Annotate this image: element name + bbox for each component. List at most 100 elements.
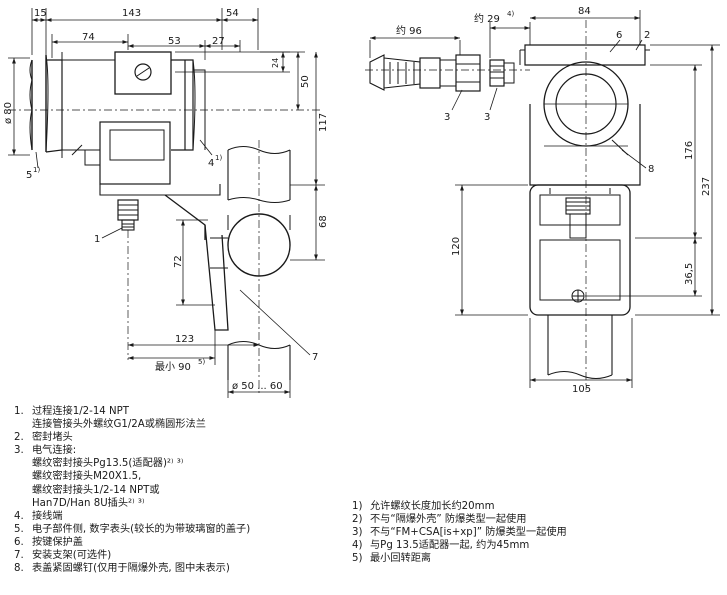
legend-item: 4. 接线端 [14,510,250,523]
legend-item: 5. 电子部件侧, 数字表头(较长的为带玻璃窗的盖子) [14,523,250,536]
legend-text: 螺纹密封接头Pg13.5(适配器)²⁾ ³⁾ [32,458,184,470]
callout-5-footnote: 1) [33,166,40,174]
dim-176: 176 [684,141,695,160]
dim-120: 120 [451,237,462,256]
footnote-number: 3) [352,527,363,539]
legend-number [14,497,32,510]
callout-8: 8 [648,164,654,175]
legend-number: 4. [14,510,24,522]
dim-143: 143 [122,8,141,19]
legend-text: 过程连接1/2-14 NPT [32,406,130,417]
legend-item: 2. 密封堵头 [14,431,250,444]
legend-number: 6. [14,536,24,548]
legend-item: 1. 过程连接1/2-14 NPT [14,405,250,418]
legend-number: 8. [14,563,24,575]
dim-53: 53 [168,36,181,47]
callout-5: 5 [26,170,32,181]
dim-min-90-footnote: 5) [198,358,205,366]
legend-text: 螺纹密封接头1/2-14 NPT或 [32,484,160,496]
legend-item: 7. 安装支架(可选件) [14,549,250,562]
footnote-item: 2) 不与“隔爆外壳” 防爆类型一起使用 [352,513,567,526]
legend-text: 安装支架(可选件) [32,550,112,562]
dim-min-90: 最小 90 [155,361,191,373]
callout-3a: 3 [444,112,450,123]
sealing-plug [489,59,515,87]
cable-gland [369,54,481,92]
legend-item: 螺纹密封接头Pg13.5(适配器)²⁾ ³⁾ [14,457,250,470]
callout-4-footnote: 1) [215,154,222,162]
legend-item: 螺纹密封接头M20X1.5, [14,470,250,483]
process-connection [117,199,139,231]
dim-105: 105 [572,384,591,395]
dim-27: 27 [212,36,225,47]
dim-50: 50 [300,75,311,88]
legend-number: 1. [14,406,24,417]
dim-74: 74 [82,32,95,43]
footnote-number: 5) [352,553,363,565]
legend-number: 7. [14,550,24,562]
legend-number: 2. [14,432,24,444]
legend-text: 电子部件侧, 数字表头(较长的为带玻璃窗的盖子) [32,523,251,535]
footnote-number: 1) [352,501,363,512]
legend-text: Han7D/Han 8U插头²⁾ ³⁾ [32,497,145,509]
callout-3b: 3 [484,112,490,123]
legend-number [14,418,32,431]
dim-237: 237 [701,177,712,196]
footnote-text: 最小回转距离 [370,553,432,565]
legend-text: 接线端 [32,510,63,522]
legend-text: 密封堵头 [32,432,73,444]
footnote-text: 不与“FM+CSA[is+xp]” 防爆类型一起使用 [370,527,567,539]
legend-text: 表盖紧固螺钉(仅用于隔爆外壳, 图中未表示) [32,563,230,575]
legend-number [14,484,32,497]
legend-text: 电气连接: [32,445,77,457]
front-view [365,20,650,390]
legend-text: 按键保护盖 [32,536,83,548]
legend-item: 6. 按键保护盖 [14,536,250,549]
legend-number: 5. [14,523,24,535]
dim-72: 72 [173,255,184,268]
footnote-item: 4) 与Pg 13.5适配器一起, 约为45mm [352,539,567,552]
footnote-text: 不与“隔爆外壳” 防爆类型一起使用 [370,514,527,526]
dim-68: 68 [318,215,329,228]
mounting-pipe-front [547,315,613,379]
callout-4: 4 [208,158,214,169]
dim-29-footnote: 4) [507,10,514,18]
callout-1: 1 [94,234,100,245]
footnote-number: 4) [352,540,363,552]
legend-item: 螺纹密封接头1/2-14 NPT或 [14,484,250,497]
dim-15: 15 [34,8,47,19]
dim-54: 54 [226,8,239,19]
dim-24: 24 [271,58,280,68]
transmitter-housing-front [519,44,650,186]
legend-number: 3. [14,445,24,457]
legend-number [14,470,32,483]
dim-96: 约 96 [396,24,422,37]
dim-29: 约 29 [474,12,500,25]
legend-item: Han7D/Han 8U插头²⁾ ³⁾ [14,497,250,510]
callout-2: 2 [644,30,650,41]
footnote-text: 允许螺纹长度加长约20mm [370,501,495,512]
side-view [8,51,320,395]
callout-7: 7 [312,352,318,363]
legend-footnotes: 1) 允许螺纹长度加长约20mm 2) 不与“隔爆外壳” 防爆类型一起使用 3) 不与“F… [352,500,567,565]
legend-item: 3. 电气连接: [14,444,250,457]
callout-6: 6 [616,30,622,41]
footnote-item: 3) 不与“FM+CSA[is+xp]” 防爆类型一起使用 [352,526,567,539]
dim-80: ø 80 [3,102,14,124]
legend-text: 连接管接头外螺纹G1/2A或椭圆形法兰 [32,419,206,431]
legend-text: 螺纹密封接头M20X1.5, [32,471,142,483]
legend-number [14,457,32,470]
legend-item: 连接管接头外螺纹G1/2A或椭圆形法兰 [14,418,250,431]
footnote-item: 1) 允许螺纹长度加长约20mm [352,500,567,513]
footnote-number: 2) [352,514,363,526]
footnote-item: 5) 最小回转距离 [352,552,567,565]
dim-84: 84 [578,6,591,17]
footnote-text: 与Pg 13.5适配器一起, 约为45mm [370,540,530,552]
process-flange [529,184,631,316]
dim-pipe-diameter: ø 50 ... 60 [232,381,283,392]
legend-parts: 1. 过程连接1/2-14 NPT 连接管接头外螺纹G1/2A或椭圆形法兰 2. 密封堵… [14,405,250,575]
dim-123: 123 [175,334,194,345]
transmitter-housing [29,51,221,196]
dim-117: 117 [318,113,329,132]
legend-item: 8. 表盖紧固螺钉(仅用于隔爆外壳, 图中未表示) [14,562,250,575]
